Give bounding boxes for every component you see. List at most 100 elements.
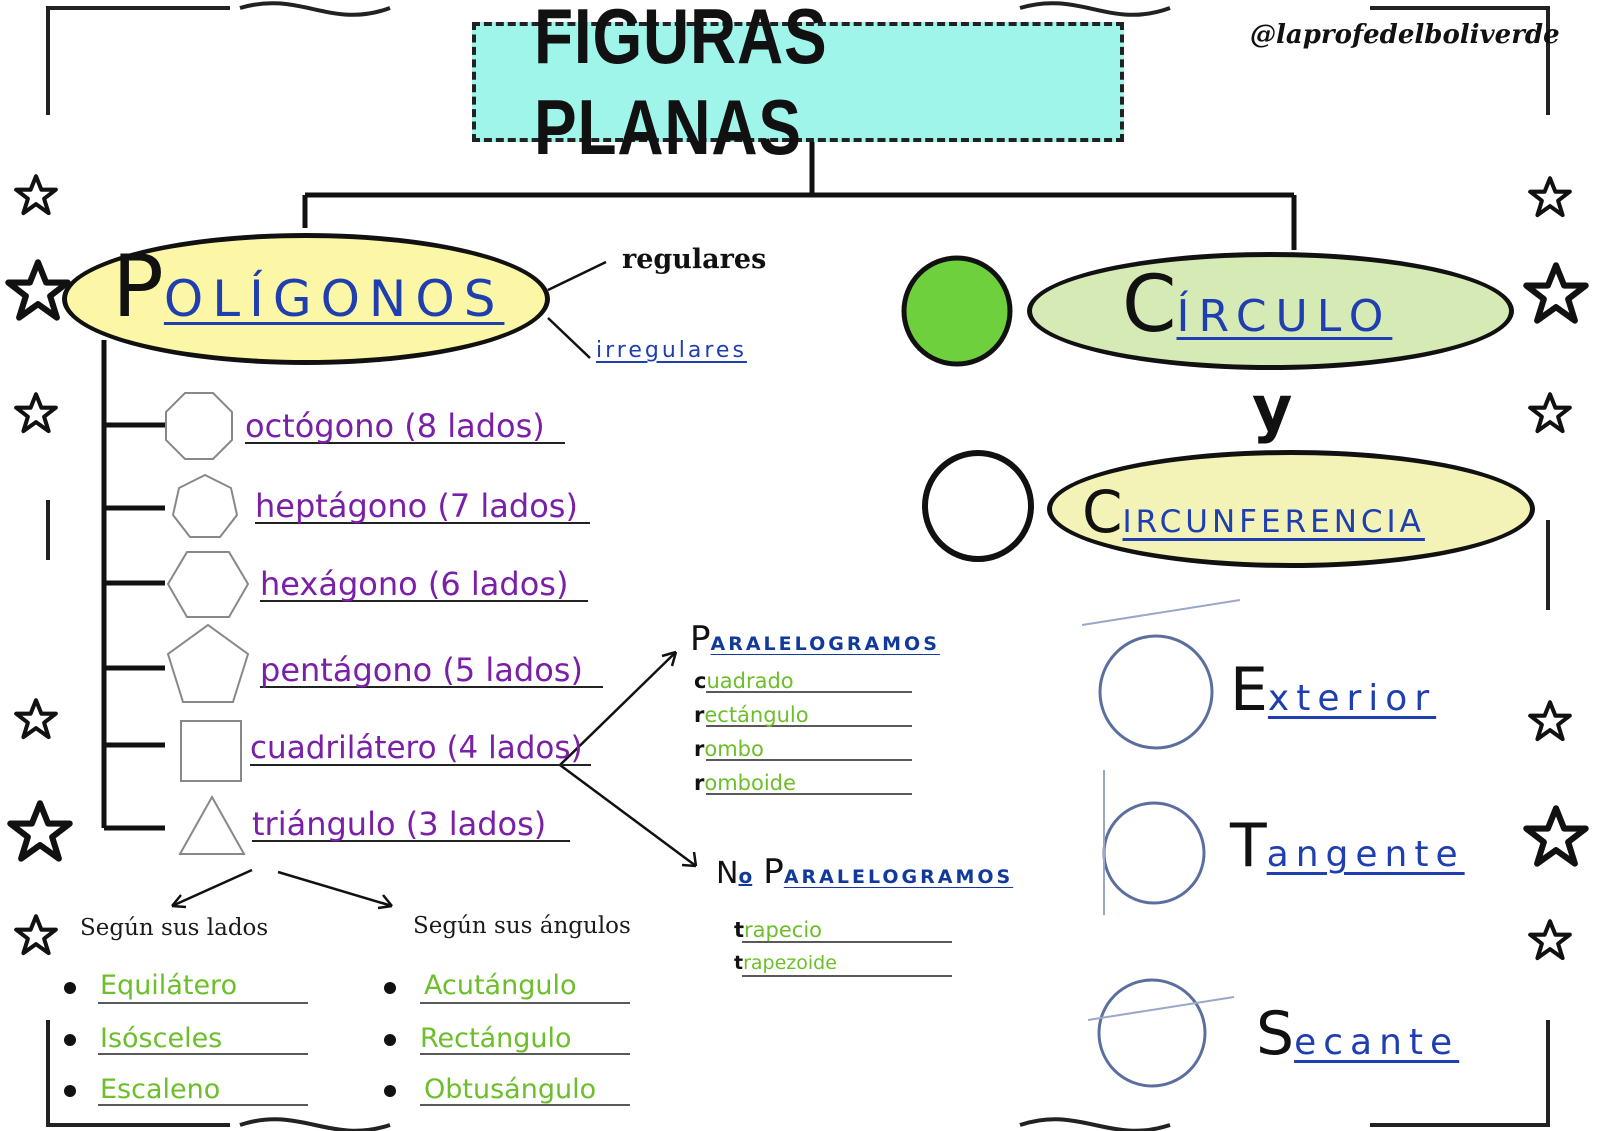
item-rest: rapecio bbox=[744, 918, 823, 942]
conjunction-y: y bbox=[1252, 372, 1293, 445]
paralelogramo-item: rectángulo bbox=[694, 705, 809, 726]
segun-angulos-title: Según sus ángulos bbox=[413, 913, 631, 939]
quad-arrows bbox=[559, 650, 698, 868]
item-first-letter: r bbox=[694, 771, 705, 795]
polygon-item: cuadrilátero (4 lados) bbox=[250, 733, 591, 766]
angulos-item: Acutángulo bbox=[424, 970, 577, 1001]
star-icon bbox=[14, 914, 58, 956]
heptagon-icon bbox=[171, 473, 239, 538]
item-first-letter: t bbox=[734, 918, 745, 942]
position-exterior: Exterior bbox=[1230, 660, 1436, 720]
item-first-letter: t bbox=[734, 952, 744, 974]
paralelogramos-heading: PARALELOGRAMOS bbox=[690, 622, 940, 656]
regular-lines bbox=[547, 260, 607, 359]
star-icon bbox=[1528, 700, 1572, 742]
star-icon bbox=[1528, 176, 1572, 218]
item-rest: ombo bbox=[704, 737, 764, 761]
lados-item: Escaleno bbox=[100, 1074, 221, 1105]
octagon-icon bbox=[165, 392, 233, 460]
circulo-initial: C bbox=[1122, 260, 1177, 350]
circunferencia-heading: CIRCUNFERENCIA bbox=[1082, 483, 1425, 541]
star-icon bbox=[1523, 805, 1589, 867]
page-frame bbox=[46, 1, 1550, 1131]
square-icon bbox=[180, 720, 242, 782]
secant-circle-icon bbox=[1097, 978, 1207, 1088]
paralelogramo-item: rombo bbox=[694, 739, 764, 760]
bullets bbox=[64, 982, 396, 1097]
position-rest: angente bbox=[1266, 834, 1465, 875]
poligonos-rest: OLÍGONOS bbox=[163, 270, 505, 328]
circulo-heading: CÍRCULO bbox=[1122, 266, 1392, 344]
exterior-circle-icon bbox=[1098, 634, 1214, 750]
title-box: FIGURAS PLANAS bbox=[472, 0, 1124, 171]
star-icon bbox=[1523, 262, 1589, 324]
item-first-letter: c bbox=[694, 669, 707, 693]
position-rest: xterior bbox=[1267, 678, 1437, 719]
ring-icon bbox=[922, 450, 1034, 562]
tangent-circle-icon bbox=[1102, 801, 1206, 905]
circulo-oval bbox=[1027, 252, 1514, 370]
item-first-letter: r bbox=[694, 703, 705, 727]
hexagon-icon bbox=[166, 551, 250, 618]
no-rest: o bbox=[738, 864, 753, 888]
triangle-icon bbox=[178, 794, 246, 855]
poligonos-oval bbox=[62, 233, 550, 365]
star-icon bbox=[1528, 392, 1572, 434]
item-rest: ectángulo bbox=[704, 703, 809, 727]
page-title: FIGURAS PLANAS bbox=[533, 0, 828, 171]
triangle-arrows bbox=[171, 868, 393, 910]
polygon-item: hexágono (6 lados) bbox=[260, 568, 589, 602]
position-initial: E bbox=[1230, 655, 1268, 725]
circunferencia-initial: C bbox=[1082, 478, 1123, 546]
title-branches bbox=[302, 140, 1297, 250]
poligonos-initial: P bbox=[112, 237, 164, 337]
star-icon bbox=[14, 392, 58, 434]
position-initial: T bbox=[1230, 811, 1267, 881]
star-icon bbox=[1528, 919, 1572, 961]
paralelogramos-initial: P bbox=[690, 619, 711, 659]
polygon-item: heptágono (7 lados) bbox=[255, 490, 590, 524]
star-icon bbox=[14, 174, 58, 216]
item-rest: rapezoide bbox=[743, 952, 837, 974]
circulo-rest: ÍRCULO bbox=[1176, 291, 1393, 342]
paralelogramos-rest: ARALELOGRAMOS bbox=[710, 633, 940, 655]
poligonos-heading: POLÍGONOS bbox=[112, 244, 504, 330]
author-handle: @laprofedelboliverde bbox=[1250, 20, 1560, 50]
polygon-item: triángulo (3 lados) bbox=[252, 808, 571, 842]
segun-lados-title: Según sus lados bbox=[80, 915, 269, 941]
polygon-item: pentágono (5 lados) bbox=[260, 654, 603, 688]
angulos-item: Obtusángulo bbox=[424, 1074, 597, 1105]
paralelogramo-item: cuadrado bbox=[694, 671, 794, 692]
position-secante: Secante bbox=[1256, 1004, 1459, 1064]
circunferencia-rest: IRCUNFERENCIA bbox=[1122, 504, 1425, 540]
polygon-item: octógono (8 lados) bbox=[245, 410, 565, 444]
lados-item: Equilátero bbox=[100, 970, 238, 1001]
no-paralelogramo-item: trapecio bbox=[734, 920, 822, 941]
no-paralelogramos-heading: No PARALELOGRAMOS bbox=[716, 855, 1013, 889]
circunferencia-oval bbox=[1047, 450, 1535, 568]
star-icon bbox=[5, 259, 71, 321]
irregulares-label: irregulares bbox=[596, 338, 747, 363]
pentagon-icon bbox=[166, 623, 250, 703]
polygon-spine bbox=[101, 340, 165, 831]
angulos-item: Rectángulo bbox=[420, 1023, 572, 1054]
star-icon bbox=[14, 698, 58, 740]
no-initial: N bbox=[716, 856, 739, 891]
regulares-label: regulares bbox=[622, 244, 767, 275]
polygon-shapes bbox=[165, 392, 250, 855]
decorative-stars bbox=[5, 174, 1589, 961]
answer-lines bbox=[98, 691, 952, 1106]
position-circles bbox=[1081, 599, 1241, 1088]
position-initial: S bbox=[1256, 999, 1295, 1069]
no-paralelogramos-rest: ARALELOGRAMOS bbox=[783, 866, 1014, 888]
item-first-letter: r bbox=[694, 737, 705, 761]
paralelogramo-item: romboide bbox=[694, 773, 796, 794]
item-rest: uadrado bbox=[706, 669, 794, 693]
green-disc-icon bbox=[901, 255, 1013, 367]
no-paralelogramos-initial: P bbox=[763, 852, 784, 892]
no-paralelogramo-item: trapezoide bbox=[734, 954, 837, 973]
lados-item: Isósceles bbox=[100, 1023, 223, 1054]
position-rest: ecante bbox=[1294, 1022, 1460, 1063]
item-rest: omboide bbox=[704, 771, 796, 795]
